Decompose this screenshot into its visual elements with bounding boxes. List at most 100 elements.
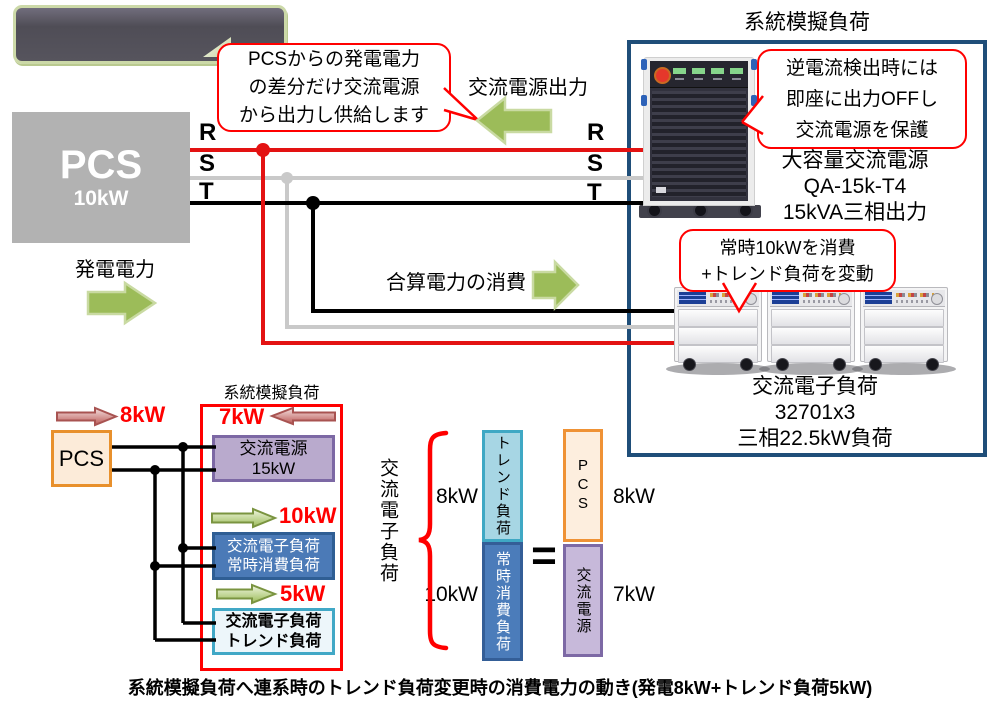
phase-r-right: R	[587, 119, 605, 146]
display-chip	[692, 68, 705, 74]
mini-junction-dot	[178, 543, 188, 553]
bubble-pcs-output: PCSからの発電電力 の差分だけ交流電源 から出力し供給します	[217, 43, 451, 132]
load-body	[860, 287, 948, 363]
pcs-title: PCS	[59, 142, 143, 187]
flow-8kw-arrow-icon	[56, 406, 119, 427]
load-buttons-row2	[896, 300, 930, 303]
load-display	[865, 292, 892, 304]
bubble-steady-line1: 常時10kWを消費	[719, 237, 856, 258]
mini-steady-load-box: 交流電子負荷 常時消費負荷	[212, 532, 335, 580]
ac-output-arrow-icon	[475, 95, 553, 146]
balance-brace	[418, 430, 449, 651]
load-control-strip	[863, 290, 945, 307]
load-drawer	[771, 345, 851, 363]
sum-power-label: 合算電力の消費	[386, 272, 526, 294]
bubble-pcs-line1: PCSからの発電電力	[247, 48, 421, 70]
bar-8kw-right: 8kW	[613, 485, 655, 508]
bubble-reverse-line2: 即座に出力OFFし	[786, 88, 938, 110]
mini-pcs-label: PCS	[58, 445, 105, 471]
display-chip	[673, 68, 686, 74]
ac-source-rating: 15kVA三相出力	[782, 201, 928, 224]
corner-cap	[751, 59, 757, 70]
load-wheel	[926, 358, 939, 371]
mini-trend-line1: 交流電子負荷	[225, 612, 322, 630]
junction-dot-t	[306, 196, 320, 210]
mini-grid-sim-title: 系統模擬負荷	[223, 385, 320, 402]
bubble-pcs-line2: の差分だけ交流電源	[248, 76, 420, 98]
mini-ac-source-line1: 交流電源	[239, 438, 308, 458]
load-drawer	[678, 345, 758, 363]
load-drawer	[771, 309, 851, 327]
ac-power-supply-image	[639, 57, 761, 218]
phase-s-right: S	[587, 150, 604, 177]
load-drawer	[864, 345, 944, 363]
bar-10kw-left: 10kW	[424, 583, 478, 606]
equals-sign: =	[531, 531, 557, 580]
display-chip	[711, 68, 724, 74]
ac-load-rating: 三相22.5kW負荷	[737, 427, 893, 450]
flow-7kw-label: 7kW	[219, 404, 265, 429]
ac-source-name: 大容量交流電源	[781, 149, 929, 172]
electronic-load-unit-1	[666, 287, 770, 375]
load-body	[767, 287, 855, 363]
wire-s-branch	[285, 178, 678, 329]
junction-dot-r	[256, 143, 270, 157]
bar-acsource-segment: 交流電源	[563, 544, 603, 657]
flow-8kw-label: 8kW	[120, 402, 166, 427]
mini-junction-dot	[150, 561, 160, 571]
gen-power-arrow-icon	[86, 280, 158, 326]
gen-power-label: 発電電力	[75, 259, 155, 281]
ac-load-model: 32701x3	[774, 401, 856, 424]
display-chip	[730, 68, 743, 74]
load-knob	[838, 293, 850, 305]
corner-cap	[641, 59, 647, 70]
mini-pcs-box: PCS	[51, 430, 112, 487]
bar-8kw-left: 8kW	[436, 485, 478, 508]
corner-cap	[641, 95, 647, 106]
load-drawer	[771, 327, 851, 345]
load-body	[674, 287, 762, 363]
mini-ac-source-box: 交流電源 15kW	[212, 435, 335, 482]
bubble-reverse-line3: 交流電源を保護	[795, 119, 929, 141]
ac-source-text: 大容量交流電源 QA-15k-T4 15kVA三相出力	[750, 148, 960, 226]
figure-caption: 系統模擬負荷へ連系時のトレンド負荷変更時の消費電力の動き(発電8kW+トレンド負…	[127, 678, 873, 698]
mini-junction-dot	[178, 442, 188, 452]
ac-load-text: 交流電子負荷 32701x3 三相22.5kW負荷	[705, 374, 925, 452]
electronic-load-unit-3	[852, 287, 956, 375]
phase-t-right: T	[587, 179, 602, 206]
load-wheel	[740, 358, 753, 371]
bubble-reverse-current: 逆電流検出時には 即座に出力OFFし 交流電源を保護	[757, 49, 967, 149]
phase-s-left: S	[199, 150, 216, 177]
cabinet-control-strip	[650, 61, 748, 88]
load-wheel	[683, 358, 696, 371]
load-control-strip	[770, 290, 852, 307]
load-drawer	[678, 327, 758, 345]
bar-steady-label: 常時消費負荷	[494, 550, 511, 653]
pcs-unit-box: PCS 10kW	[12, 112, 190, 243]
mini-ac-source-line2: 15kW	[251, 458, 296, 478]
mini-steady-line1: 交流電子負荷	[226, 538, 320, 555]
load-drawer	[864, 309, 944, 327]
ac-load-name: 交流電子負荷	[752, 375, 878, 398]
load-display	[772, 292, 799, 304]
flow-5kw-label: 5kW	[280, 581, 326, 606]
emergency-stop-button	[654, 67, 671, 84]
bubble-steady-load: 常時10kWを消費 +トレンド負荷を変動	[679, 229, 896, 292]
load-buttons	[710, 293, 748, 297]
bar-trend-segment: トレンド負荷	[482, 430, 523, 542]
wire-r-branch	[261, 150, 678, 345]
bubble-steady-line2: +トレンド負荷を変動	[701, 263, 874, 284]
bar-acsource-label: 交流電源	[574, 566, 592, 635]
load-display	[679, 292, 706, 304]
grid-sim-title: 系統模擬負荷	[744, 11, 870, 34]
flow-10kw-label: 10kW	[279, 503, 337, 528]
bubble-pcs-line3: から出力し供給します	[238, 104, 429, 126]
ac-output-label: 交流電源出力	[468, 77, 588, 99]
load-buttons	[803, 293, 841, 297]
cabinet-front-panel	[650, 61, 748, 201]
mini-junction-dot	[150, 465, 160, 475]
load-buttons-row2	[710, 300, 744, 303]
junction-dot-s	[281, 172, 293, 184]
load-buttons	[896, 293, 934, 297]
